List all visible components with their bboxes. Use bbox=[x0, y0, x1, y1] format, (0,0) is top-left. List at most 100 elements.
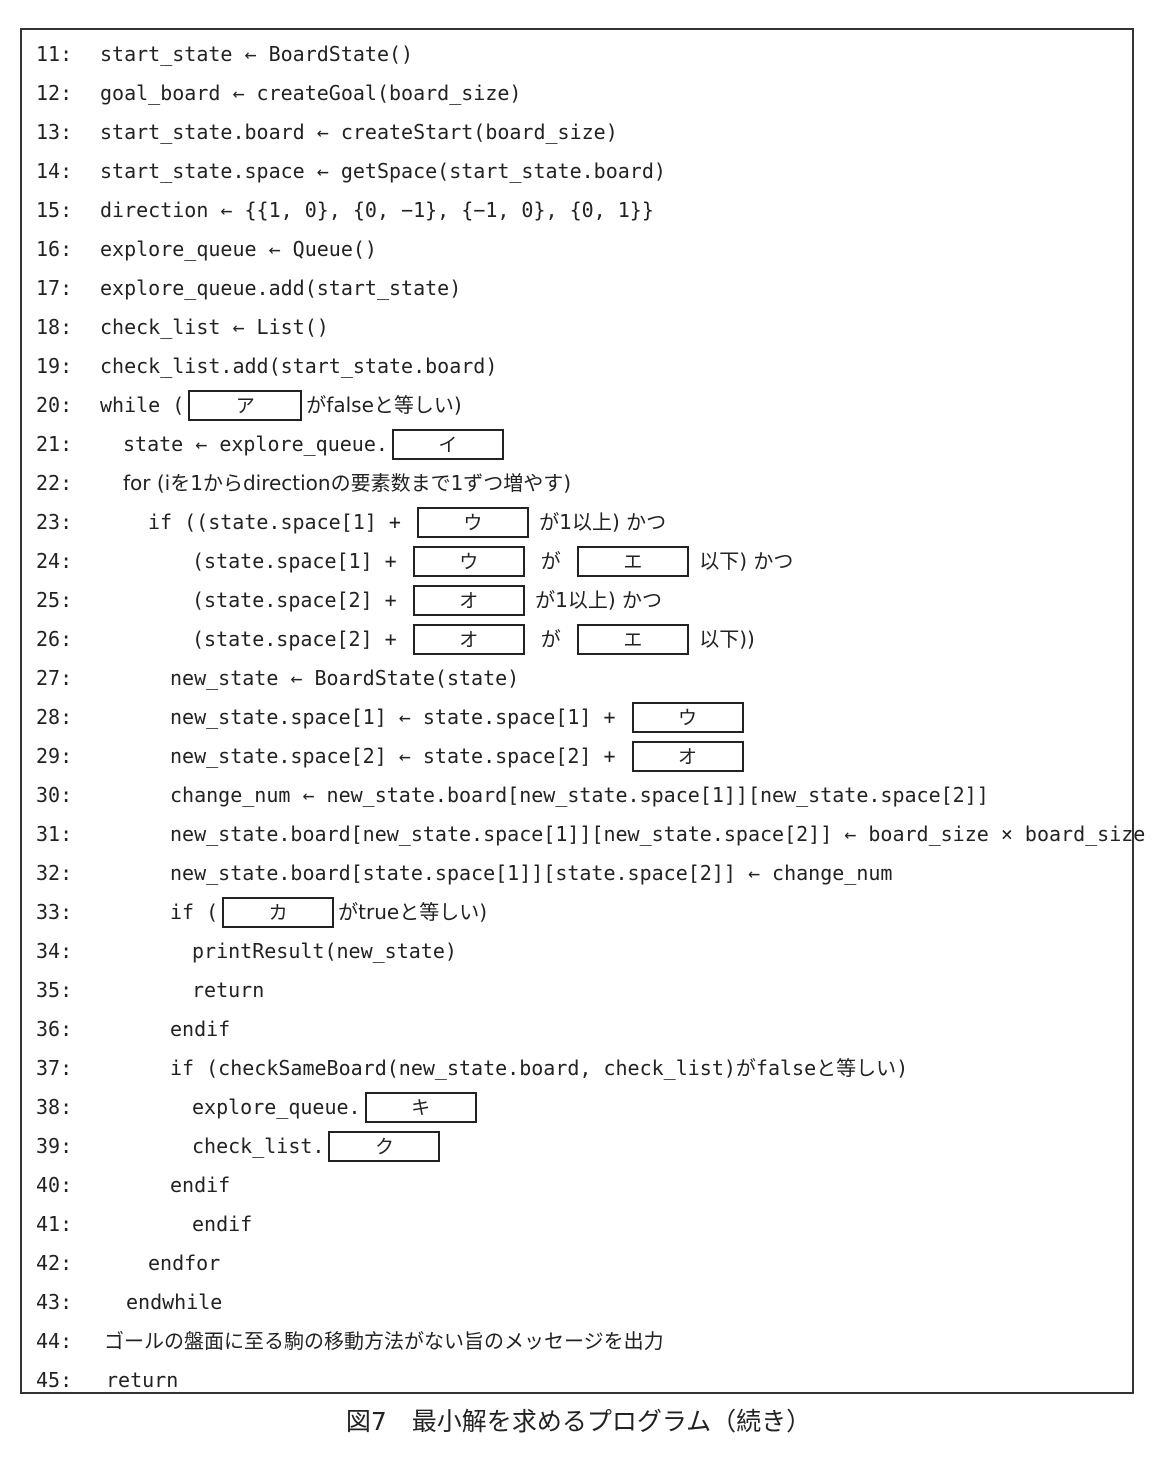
code-segment: new_state ← BoardState(state) bbox=[170, 666, 520, 690]
answer-blank: ウ bbox=[416, 507, 529, 538]
line-number: 34: bbox=[36, 939, 73, 963]
code-segment: goal_board ← createGoal(board_size) bbox=[100, 81, 522, 105]
code-segment: state ← explore_queue. bbox=[123, 432, 388, 456]
code-line: 34: printResult(new_state) bbox=[22, 932, 1122, 971]
code-text: state ← explore_queue.イ bbox=[123, 425, 508, 464]
code-line: 42:endfor bbox=[22, 1244, 1122, 1283]
line-number: 14: bbox=[36, 159, 73, 183]
code-text: check_list ← List() bbox=[100, 308, 329, 347]
line-number: 35: bbox=[36, 978, 73, 1002]
code-line: 12:goal_board ← createGoal(board_size) bbox=[22, 74, 1122, 113]
code-segment: start_state ← BoardState() bbox=[100, 42, 414, 66]
line-number: 21: bbox=[36, 432, 73, 456]
code-line: 15:direction ← {{1, 0}, {0, −1}, {−1, 0}… bbox=[22, 191, 1122, 230]
line-number: 43: bbox=[36, 1290, 73, 1314]
code-segment: return bbox=[106, 1368, 179, 1392]
code-text: ゴールの盤面に至る駒の移動方法がない旨のメッセージを出力 bbox=[104, 1322, 664, 1361]
code-segment: endif bbox=[170, 1173, 231, 1197]
code-text: check_list.add(start_state.board) bbox=[100, 347, 497, 386]
code-segment: check_list ← List() bbox=[100, 315, 329, 339]
code-segment: endif bbox=[192, 1212, 253, 1236]
line-number: 28: bbox=[36, 705, 73, 729]
line-number: 29: bbox=[36, 744, 73, 768]
line-number: 16: bbox=[36, 237, 73, 261]
code-text: if ((state.space[1] + ウ が1以上) かつ bbox=[148, 503, 666, 542]
code-line: 22:for (iを1からdirectionの要素数まで1ずつ増やす) bbox=[22, 464, 1122, 503]
code-text: endif bbox=[170, 1010, 230, 1049]
code-text: direction ← {{1, 0}, {0, −1}, {−1, 0}, {… bbox=[100, 191, 654, 230]
answer-blank: オ bbox=[412, 624, 525, 655]
code-line: 38: explore_queue.キ bbox=[22, 1088, 1122, 1127]
code-segment: (state.space[2] + bbox=[192, 588, 409, 612]
line-number: 18: bbox=[36, 315, 73, 339]
line-number: 23: bbox=[36, 510, 73, 534]
code-segment: start_state.space ← getSpace(start_state… bbox=[100, 159, 666, 183]
line-number: 27: bbox=[36, 666, 73, 690]
line-number: 13: bbox=[36, 120, 73, 144]
code-line: 23: if ((state.space[1] + ウ が1以上) かつ bbox=[22, 503, 1122, 542]
code-segment: check_list.add(start_state.board) bbox=[100, 354, 498, 378]
line-number: 38: bbox=[36, 1095, 73, 1119]
code-segment: が1以上) かつ bbox=[528, 588, 662, 612]
line-number: 44: bbox=[36, 1329, 73, 1353]
code-text: explore_queue ← Queue() bbox=[100, 230, 377, 269]
line-number: 11: bbox=[36, 42, 73, 66]
line-number: 36: bbox=[36, 1017, 73, 1041]
line-number: 41: bbox=[36, 1212, 73, 1236]
code-segment: return bbox=[192, 978, 265, 1002]
code-segment: direction ← {{1, 0}, {0, −1}, {−1, 0}, {… bbox=[100, 198, 654, 222]
code-text: new_state.board[state.space[1]][state.sp… bbox=[170, 854, 892, 893]
code-segment: endwhile bbox=[126, 1290, 223, 1314]
code-segment: check_list. bbox=[192, 1134, 325, 1158]
code-segment: (state.space[2] + bbox=[192, 627, 409, 651]
code-segment: new_state.board[state.space[1]][state.sp… bbox=[170, 861, 893, 885]
figure-caption: 図7 最小解を求めるプログラム（続き） bbox=[345, 1407, 812, 1436]
code-line: 14: start_state.space ← getSpace(start_st… bbox=[22, 152, 1122, 191]
code-line: 32:new_state.board[state.space[1]][state… bbox=[22, 854, 1122, 893]
line-number: 25: bbox=[36, 588, 73, 612]
code-text: new_state.space[1] ← state.space[1] + ウ bbox=[170, 698, 748, 737]
line-number: 19: bbox=[36, 354, 73, 378]
answer-blank: ク bbox=[328, 1131, 441, 1162]
answer-blank: キ bbox=[364, 1092, 477, 1123]
code-text: check_list.ク bbox=[192, 1127, 444, 1166]
code-text: start_state.board ← createStart(board_si… bbox=[100, 113, 618, 152]
code-segment: explore_queue ← Queue() bbox=[100, 237, 377, 261]
code-segment: start_state.board ← createStart(board_si… bbox=[100, 120, 618, 144]
code-line: 17:explore_queue.add(start_state) bbox=[22, 269, 1122, 308]
code-line: 28: new_state.space[1] ← state.space[1] +… bbox=[22, 698, 1122, 737]
code-segment: explore_queue. bbox=[192, 1095, 361, 1119]
answer-blank: エ bbox=[576, 546, 689, 577]
code-line: 40:endif bbox=[22, 1166, 1122, 1205]
code-text: if (カがtrueと等しい) bbox=[170, 893, 487, 932]
code-segment: if ( bbox=[170, 900, 219, 924]
answer-blank: ウ bbox=[412, 546, 525, 577]
code-line: 13: start_state.board ← createStart(board… bbox=[22, 113, 1122, 152]
line-number: 24: bbox=[36, 549, 73, 573]
line-number: 37: bbox=[36, 1056, 73, 1080]
code-line: 27: new_state ← BoardState(state) bbox=[22, 659, 1122, 698]
code-segment: 以下)) bbox=[692, 627, 755, 651]
line-number: 45: bbox=[36, 1368, 73, 1392]
code-text: start_state.space ← getSpace(start_state… bbox=[100, 152, 666, 191]
code-segment: ゴールの盤面に至る駒の移動方法がない旨のメッセージを出力 bbox=[104, 1329, 664, 1353]
code-line: 25:(state.space[2] + オ が1以上) かつ bbox=[22, 581, 1122, 620]
code-line: 43: endwhile bbox=[22, 1283, 1122, 1322]
code-segment: if ((state.space[1] + bbox=[148, 510, 413, 534]
code-text: (state.space[1] + ウ が エ 以下) かつ bbox=[192, 542, 793, 581]
line-number: 42: bbox=[36, 1251, 73, 1275]
code-line: 11: start_state ← BoardState() bbox=[22, 35, 1122, 74]
line-number: 39: bbox=[36, 1134, 73, 1158]
code-text: change_num ← new_state.board[new_state.s… bbox=[170, 776, 989, 815]
code-segment: for (iを1からdirectionの要素数まで1ずつ増やす) bbox=[123, 471, 572, 495]
code-line: 41: endif bbox=[22, 1205, 1122, 1244]
code-line: 31:new_state.board[new_state.space[1]][n… bbox=[22, 815, 1145, 854]
code-text: start_state ← BoardState() bbox=[100, 35, 413, 74]
code-text: endwhile bbox=[126, 1283, 222, 1322]
code-text: for (iを1からdirectionの要素数まで1ずつ増やす) bbox=[123, 464, 571, 503]
code-text: printResult(new_state) bbox=[192, 932, 457, 971]
code-segment: (state.space[1] + bbox=[192, 549, 409, 573]
code-text: return bbox=[106, 1361, 178, 1400]
code-text: endif bbox=[192, 1205, 252, 1244]
code-text: explore_queue.キ bbox=[192, 1088, 481, 1127]
